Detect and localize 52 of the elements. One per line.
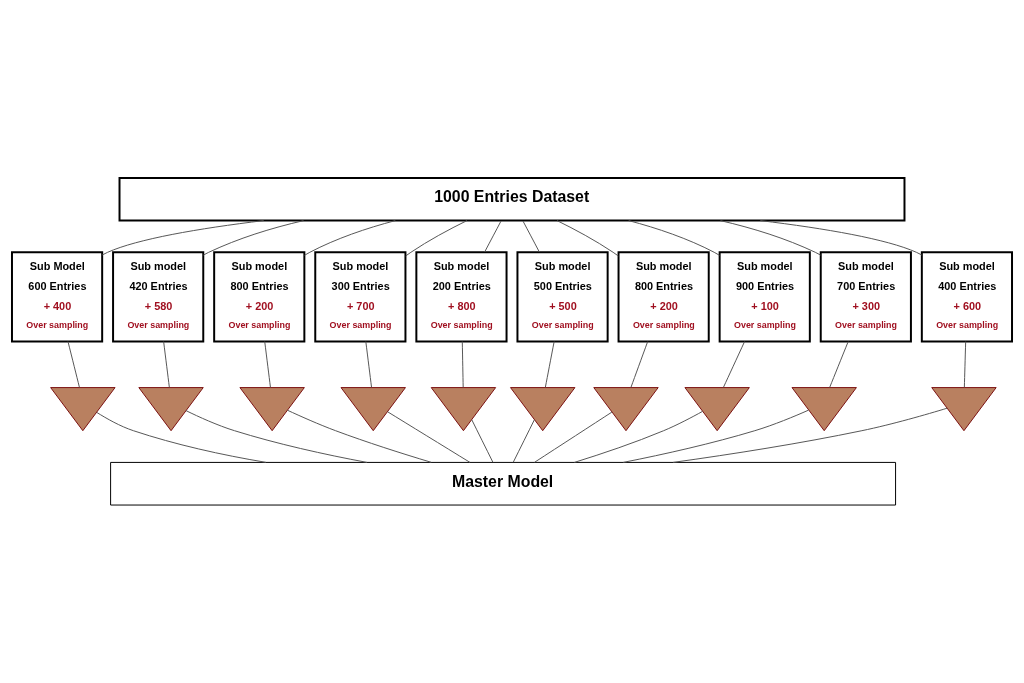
connector	[304, 220, 396, 256]
connector	[622, 409, 809, 463]
node-tree	[791, 387, 857, 432]
connector	[544, 341, 555, 388]
connector	[534, 411, 613, 463]
connector	[185, 410, 368, 463]
connector	[471, 419, 494, 463]
node-tree	[50, 387, 116, 432]
node-box: Sub model 400 Entries + 600 Over sampling	[920, 251, 1013, 343]
connector	[628, 220, 720, 256]
node-box: Sub model 420 Entries + 580 Over sampling	[112, 251, 205, 343]
connector	[720, 220, 822, 256]
node-box: Sub model 300 Entries + 700 Over sampling	[314, 251, 407, 343]
connector	[163, 341, 170, 388]
connector	[101, 220, 265, 256]
node-box: Sub model 700 Entries + 300 Over sampling	[819, 251, 912, 343]
node-tree	[138, 387, 204, 432]
node-box: Sub model 900 Entries + 100 Over sampling	[718, 251, 811, 343]
connector	[672, 407, 948, 463]
connector	[287, 409, 432, 463]
node-tree	[430, 387, 497, 432]
node-box: 1000 Entries Dataset	[118, 176, 906, 222]
connector	[405, 220, 468, 257]
node-tree	[340, 387, 406, 432]
connector	[67, 341, 80, 388]
connector	[829, 341, 849, 388]
connector	[630, 341, 649, 388]
connector	[387, 411, 471, 463]
node-tree	[931, 387, 997, 432]
connector	[573, 410, 703, 463]
connector	[556, 220, 619, 257]
node-box: Sub model 800 Entries + 200 Over sampling	[213, 251, 306, 343]
connector	[264, 341, 271, 388]
node-box: Sub model 500 Entries + 500 Over sampling	[516, 251, 609, 343]
connector	[365, 341, 373, 388]
node-box: Master Model	[110, 461, 897, 506]
node-tree	[510, 387, 576, 432]
connector	[963, 341, 967, 388]
connector	[522, 220, 540, 253]
node-tree	[684, 387, 750, 432]
connector	[512, 419, 535, 463]
connector	[202, 220, 304, 256]
node-box: Sub Model 600 Entries + 400 Over sampling	[11, 251, 104, 343]
node-box: Sub model 200 Entries + 800 Over sampling	[415, 251, 508, 343]
connector	[759, 220, 923, 256]
node-box: Sub model 800 Entries + 200 Over sampling	[617, 251, 710, 343]
connector	[461, 341, 464, 388]
connector	[96, 411, 267, 463]
connector	[484, 220, 502, 253]
node-tree	[239, 387, 305, 432]
node-tree	[593, 387, 659, 432]
connector	[722, 341, 746, 388]
